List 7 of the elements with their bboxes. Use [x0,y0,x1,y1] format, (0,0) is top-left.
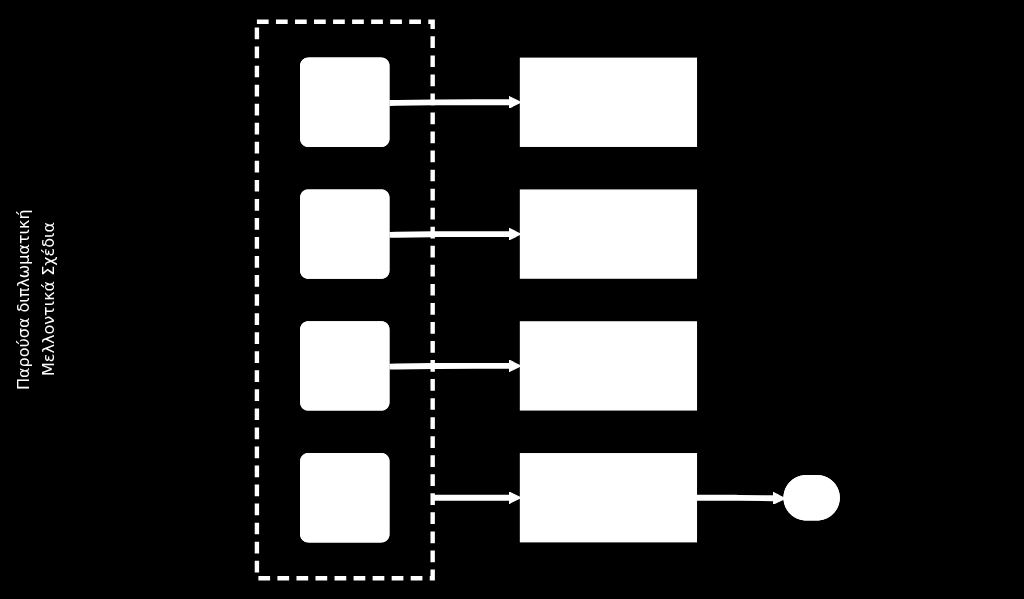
node-box [519,57,698,147]
side-label: Μελλοντικά Σχέδια [39,221,58,379]
node-box [519,452,698,542]
node-box [519,320,698,411]
cluster [254,19,435,580]
side-label: Παρούσα διπλωματική [14,208,33,392]
node-box [519,188,698,279]
